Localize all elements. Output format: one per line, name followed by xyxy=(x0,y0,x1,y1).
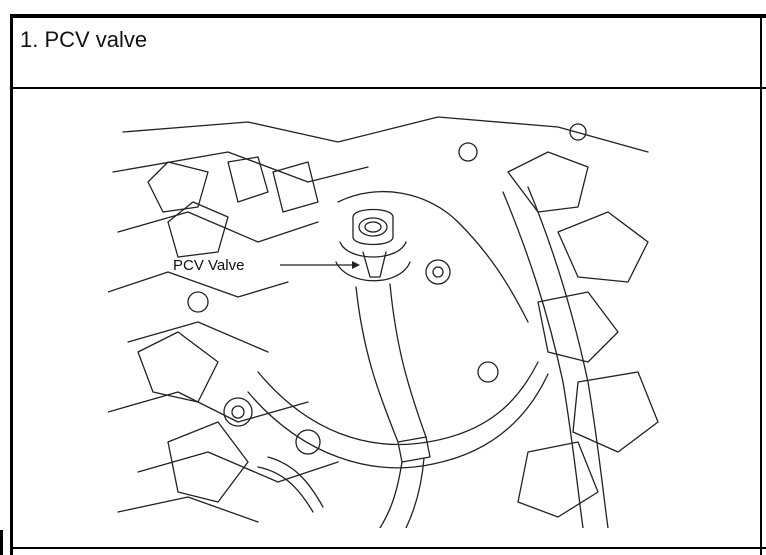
right-border xyxy=(760,14,762,555)
top-border xyxy=(10,14,766,18)
bottom-left-edge xyxy=(0,530,3,555)
row-separator xyxy=(10,87,766,89)
pcv-valve-illustration: PCV Valve xyxy=(108,116,659,528)
left-border xyxy=(10,14,13,555)
bottom-separator xyxy=(10,547,766,549)
figure-caption: 1. PCV valve xyxy=(20,27,148,52)
pcv-valve-callout: PCV Valve xyxy=(173,257,244,274)
